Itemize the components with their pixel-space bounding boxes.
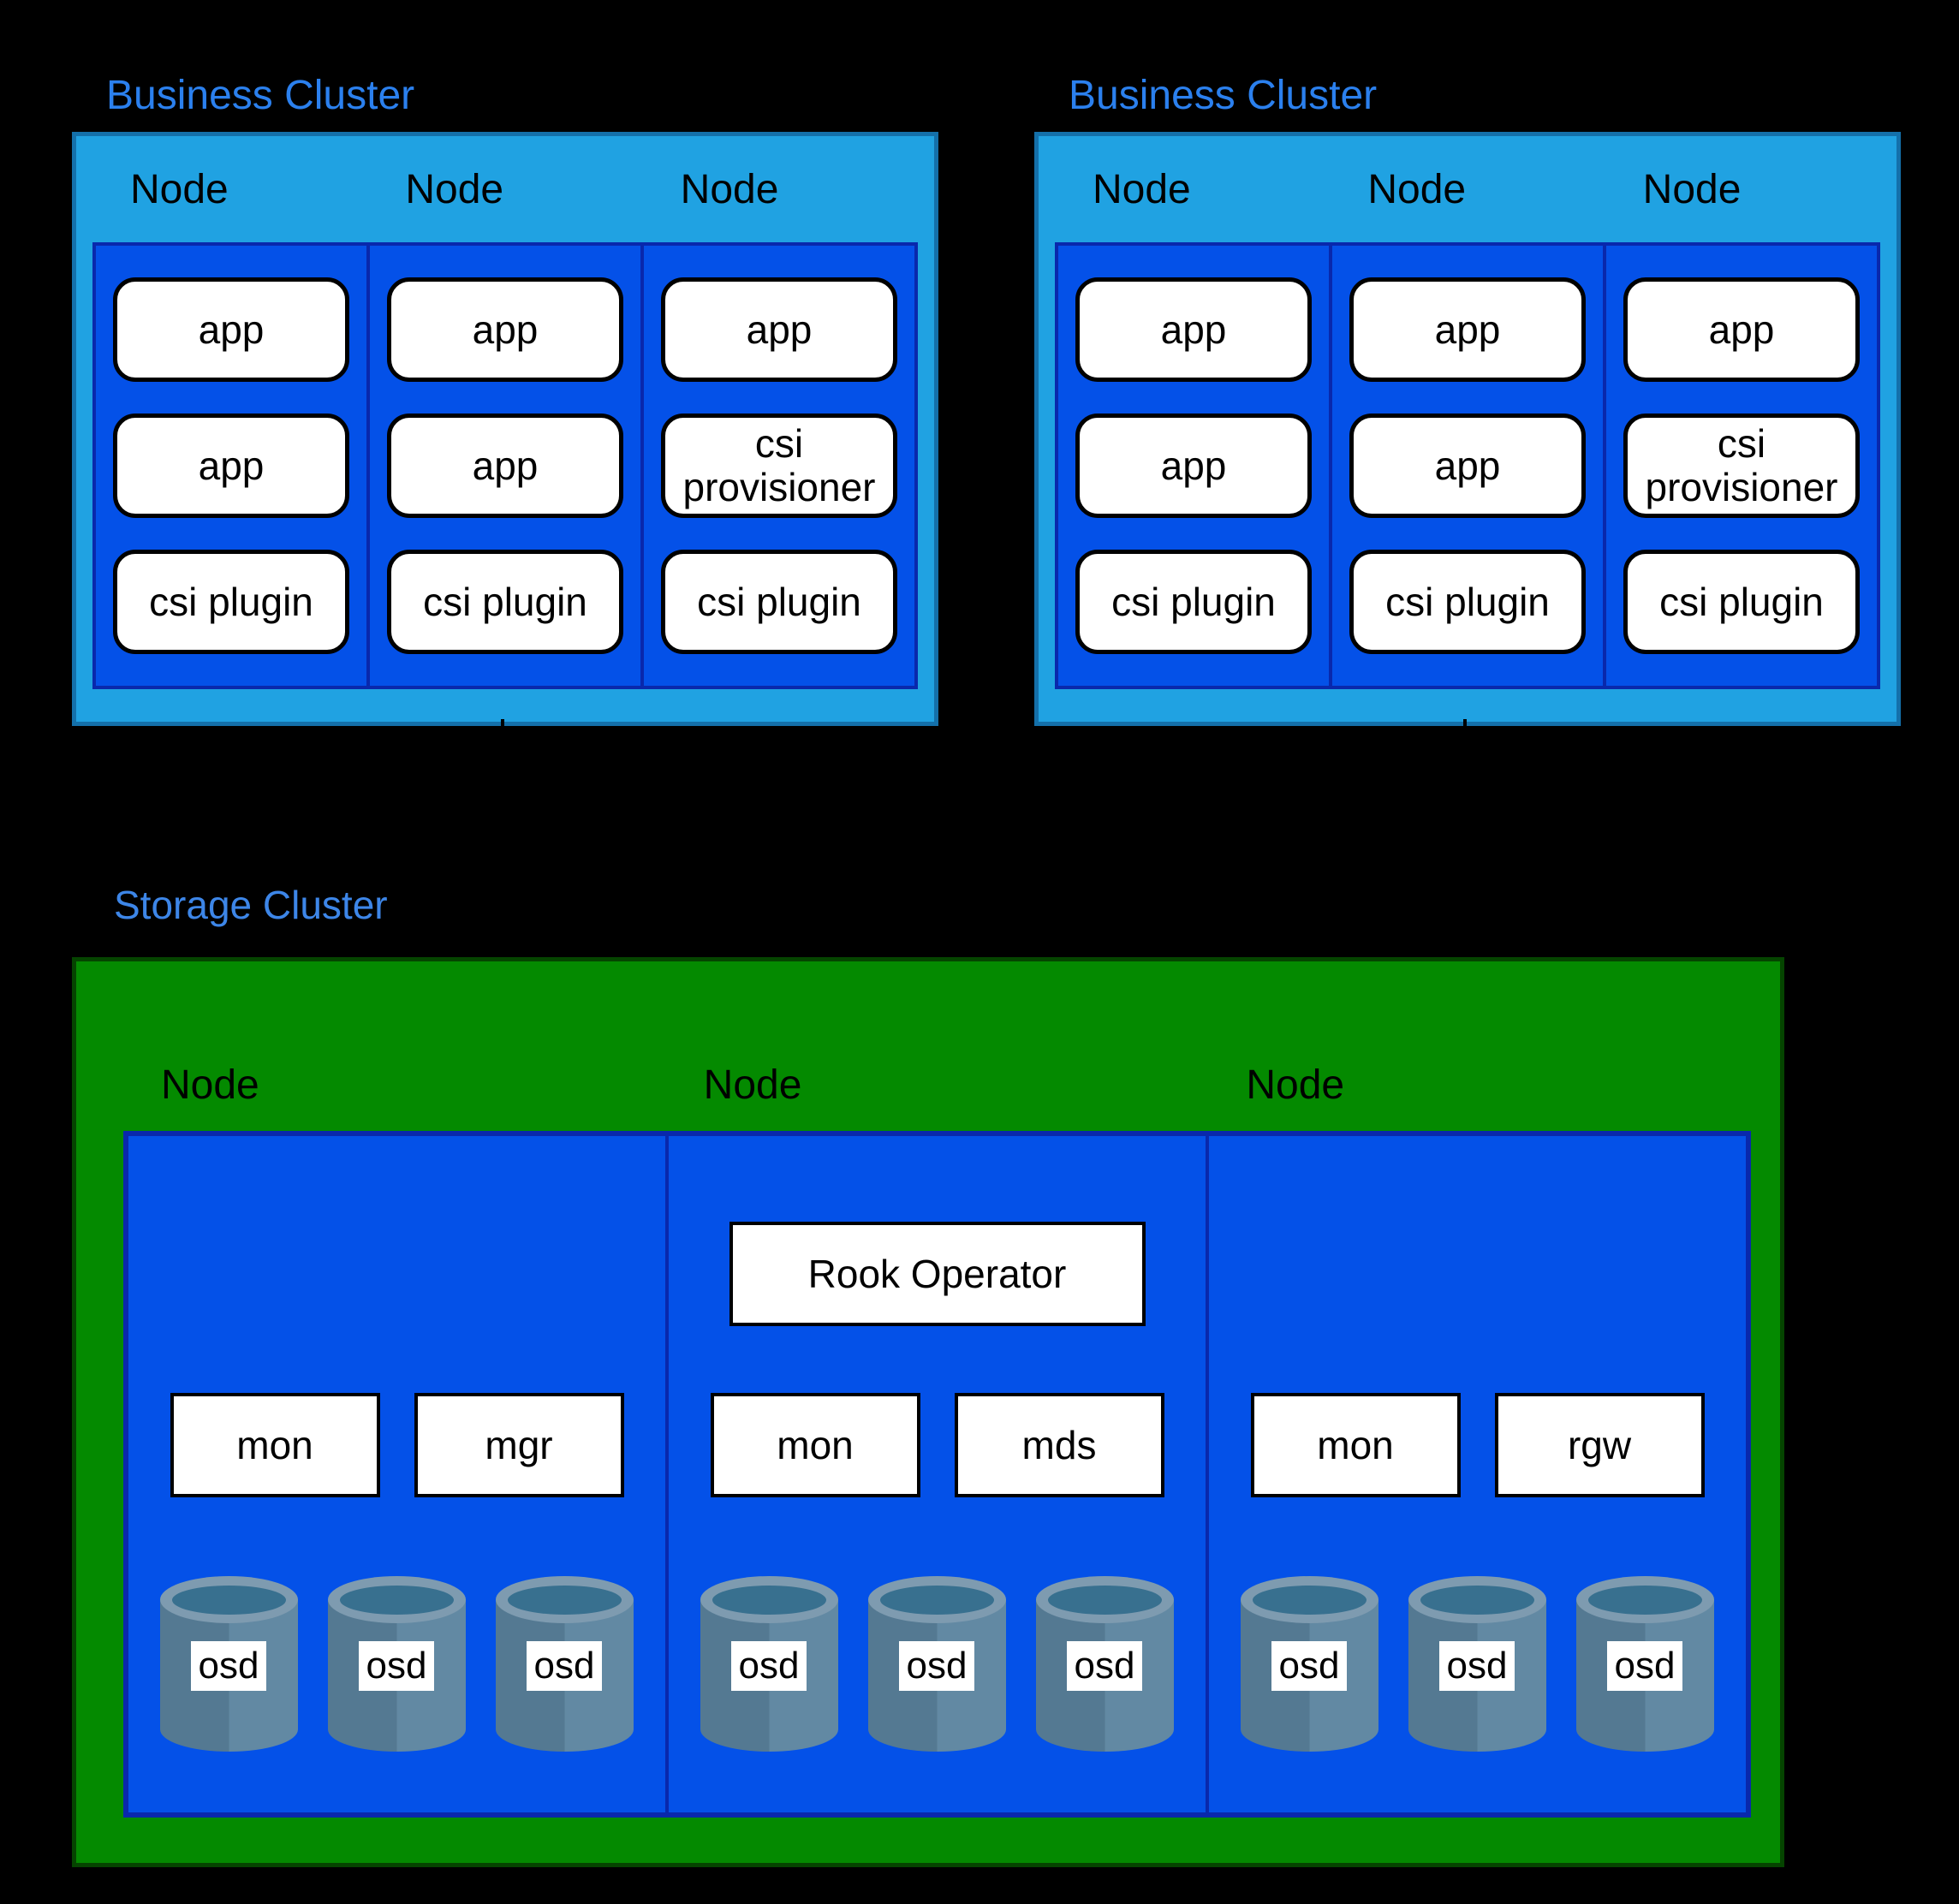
node-label: Node <box>1246 1062 1345 1108</box>
osd-cylinder: osd <box>1241 1576 1378 1752</box>
osd-cylinder: osd <box>1408 1576 1546 1752</box>
pod-app: app <box>387 277 623 382</box>
pod-app: app <box>113 277 349 382</box>
node-label: Node <box>1367 166 1467 212</box>
node-header-row: Node Node Node <box>92 136 918 242</box>
osd-cylinder: osd <box>160 1576 298 1752</box>
node-panel: app app csi plugin app app csi plugin ap… <box>92 242 918 689</box>
osd-cylinder: osd <box>1576 1576 1714 1752</box>
pod-app: app <box>113 414 349 518</box>
process-row: mon rgw <box>1209 1393 1746 1497</box>
rook-operator-box: Rook Operator <box>729 1222 1146 1326</box>
node-column: app csi provisioner csi plugin <box>640 246 914 686</box>
node-column: app app csi plugin <box>1329 246 1603 686</box>
connector-nub <box>1463 719 1467 733</box>
process-box-mon: mon <box>170 1393 380 1497</box>
osd-cylinder: osd <box>328 1576 466 1752</box>
node-label: Node <box>405 166 504 212</box>
process-box-rgw: rgw <box>1494 1393 1705 1497</box>
cylinder-opening-icon <box>340 1586 454 1615</box>
pod-csi-provisioner: csi provisioner <box>1623 414 1860 518</box>
process-row: mon mgr <box>128 1393 665 1497</box>
pod-app: app <box>387 414 623 518</box>
process-box-mon: mon <box>1250 1393 1461 1497</box>
node-label: Node <box>130 166 229 212</box>
cylinder-opening-icon <box>1588 1586 1702 1615</box>
node-label: Node <box>703 1062 802 1108</box>
osd-cylinder: osd <box>496 1576 634 1752</box>
osd-row: osd osd osd <box>669 1576 1206 1752</box>
storage-node-column: mon mgr osd osd <box>128 1136 665 1812</box>
process-row: mon mds <box>669 1393 1206 1497</box>
node-header-row: Node Node Node <box>1055 136 1880 242</box>
cylinder-opening-icon <box>1048 1586 1162 1615</box>
pod-app: app <box>1075 277 1312 382</box>
osd-label-chip: osd <box>359 1641 434 1691</box>
pod-csi-provisioner: csi provisioner <box>661 414 897 518</box>
cylinder-opening-icon <box>508 1586 622 1615</box>
node-label: Node <box>161 1062 259 1108</box>
osd-label-chip: osd <box>1439 1641 1515 1691</box>
pod-csi-plugin: csi plugin <box>1623 550 1860 654</box>
pod-csi-plugin: csi plugin <box>661 550 897 654</box>
node-column: app app csi plugin <box>96 246 366 686</box>
storage-node-panel: mon mgr osd osd <box>123 1131 1751 1818</box>
osd-label-chip: osd <box>1607 1641 1682 1691</box>
storage-cluster: Node Node Node mon mgr osd <box>72 957 1784 1867</box>
osd-label-chip: osd <box>899 1641 974 1691</box>
osd-label-chip: osd <box>1271 1641 1347 1691</box>
pod-csi-plugin: csi plugin <box>1075 550 1312 654</box>
connector-nub <box>501 719 504 733</box>
storage-cluster-title: Storage Cluster <box>114 883 388 927</box>
node-column: app csi provisioner csi plugin <box>1603 246 1877 686</box>
business-cluster-2: Node Node Node app app csi plugin app ap… <box>1034 132 1901 726</box>
process-box-mgr: mgr <box>414 1393 624 1497</box>
storage-node-column: mon rgw osd osd <box>1206 1136 1746 1812</box>
osd-row: osd osd osd <box>1209 1576 1746 1752</box>
process-box-mds: mds <box>954 1393 1164 1497</box>
cylinder-opening-icon <box>880 1586 994 1615</box>
osd-cylinder: osd <box>1036 1576 1174 1752</box>
node-header-row: Node Node Node <box>123 1057 1751 1112</box>
business-cluster-1-title: Business Cluster <box>106 73 415 118</box>
storage-node-column: Rook Operator mon mds osd <box>665 1136 1206 1812</box>
osd-row: osd osd osd <box>128 1576 665 1752</box>
process-box-mon: mon <box>710 1393 920 1497</box>
pod-app: app <box>661 277 897 382</box>
connector-nub <box>932 949 935 962</box>
node-panel: app app csi plugin app app csi plugin ap… <box>1055 242 1880 689</box>
osd-label-chip: osd <box>527 1641 602 1691</box>
business-cluster-1: Node Node Node app app csi plugin app ap… <box>72 132 938 726</box>
pod-csi-plugin: csi plugin <box>113 550 349 654</box>
osd-cylinder: osd <box>700 1576 838 1752</box>
cylinder-opening-icon <box>712 1586 826 1615</box>
cylinder-opening-icon <box>1253 1586 1367 1615</box>
osd-cylinder: osd <box>868 1576 1006 1752</box>
pod-csi-plugin: csi plugin <box>387 550 623 654</box>
node-label: Node <box>1642 166 1742 212</box>
node-label: Node <box>1093 166 1191 212</box>
node-label: Node <box>680 166 779 212</box>
pod-app: app <box>1623 277 1860 382</box>
pod-app: app <box>1075 414 1312 518</box>
cylinder-opening-icon <box>172 1586 286 1615</box>
cylinder-opening-icon <box>1420 1586 1534 1615</box>
business-cluster-2-title: Business Cluster <box>1069 73 1378 118</box>
pod-app: app <box>1349 277 1586 382</box>
pod-app: app <box>1349 414 1586 518</box>
node-column: app app csi plugin <box>366 246 640 686</box>
pod-csi-plugin: csi plugin <box>1349 550 1586 654</box>
osd-label-chip: osd <box>731 1641 807 1691</box>
osd-label-chip: osd <box>191 1641 266 1691</box>
osd-label-chip: osd <box>1067 1641 1142 1691</box>
node-column: app app csi plugin <box>1058 246 1329 686</box>
